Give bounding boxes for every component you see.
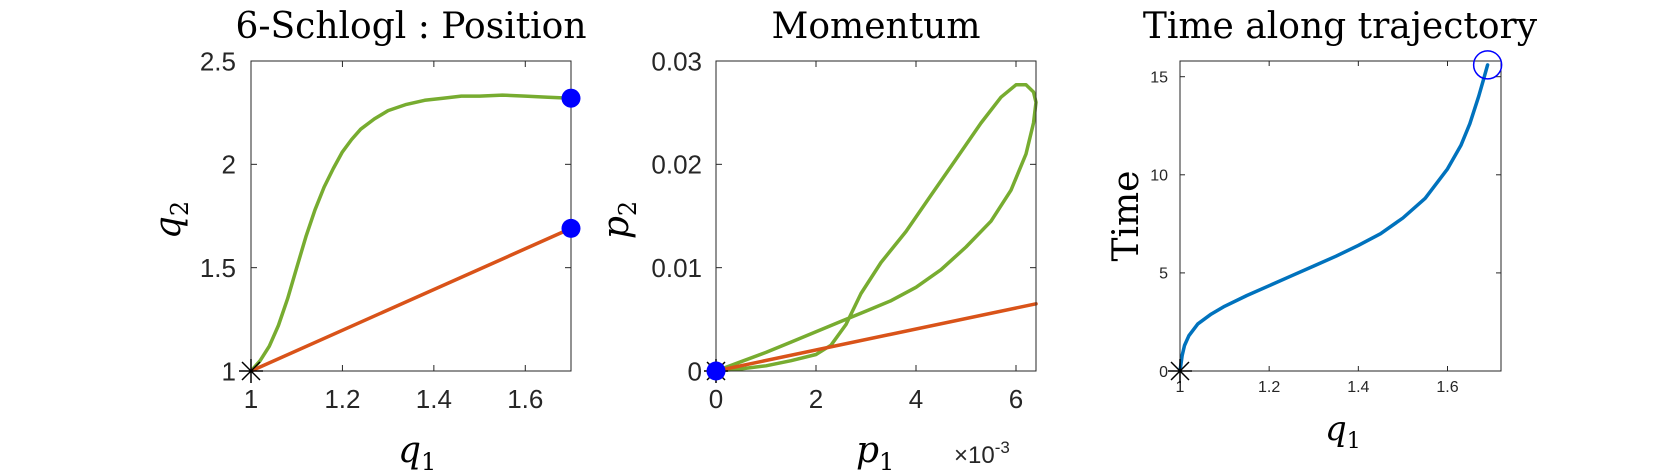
panel-momentum-series-line bbox=[714, 302, 1038, 373]
panel-position-xtick-label: 1.6 bbox=[507, 384, 543, 414]
panel-time-ytick-label: 10 bbox=[1150, 168, 1168, 185]
panel-time-ytick-label: 0 bbox=[1159, 364, 1168, 381]
panel-momentum-series-line bbox=[714, 83, 1038, 373]
panel-time-xlabel: q1 bbox=[1325, 409, 1361, 454]
panel-position-ticks: 1 1.2 1.4 1.6 1 1.5 2 2.5 bbox=[200, 46, 571, 414]
panel-momentum-ytick-label: 0.03 bbox=[651, 46, 702, 76]
panel-time-ylabel: Time bbox=[1106, 171, 1147, 262]
panel-time-title: Time along trajectory bbox=[1143, 6, 1538, 47]
panel-time-series-line bbox=[1178, 63, 1490, 373]
panel-momentum-x-exponent: ×10-3 bbox=[954, 438, 1010, 469]
panel-position-start-marker bbox=[239, 359, 263, 383]
panel-position-endpoint-marker bbox=[561, 88, 581, 108]
panel-time-series bbox=[1178, 63, 1490, 373]
panel-momentum-xtick-label: 0 bbox=[709, 384, 723, 414]
panel-position-ytick-label: 2.5 bbox=[200, 46, 236, 76]
panel-position-title: 6-Schlogl : Position bbox=[235, 6, 586, 47]
panel-position-series-line bbox=[249, 93, 573, 373]
panel-time-xtick-label: 1.2 bbox=[1258, 379, 1280, 396]
panel-position-xtick-label: 1.4 bbox=[416, 384, 452, 414]
panel-momentum-ylabel: p2 bbox=[596, 201, 642, 239]
panel-position-markers bbox=[239, 88, 581, 383]
panel-position-series bbox=[249, 93, 573, 373]
panel-time-markers bbox=[1168, 50, 1503, 383]
panel-position-endpoint-marker bbox=[561, 218, 581, 238]
panel-momentum-series bbox=[714, 83, 1038, 373]
panel-momentum-axes-box bbox=[715, 60, 1037, 372]
panel-momentum-xtick-label: 6 bbox=[1009, 384, 1023, 414]
panel-momentum-ticks: 0 2 4 6 0 0.01 0.02 0.03 bbox=[651, 46, 1036, 414]
panel-momentum-xtick-label: 4 bbox=[909, 384, 923, 414]
panel-time-xtick-label: 1 bbox=[1176, 379, 1185, 396]
panel-position-axes-box bbox=[250, 60, 572, 372]
panel-position-series-line bbox=[249, 226, 573, 373]
panel-time-axes-box bbox=[1179, 60, 1502, 372]
panel-momentum-markers bbox=[704, 359, 728, 383]
panel-momentum-title: Momentum bbox=[772, 6, 981, 47]
panel-momentum-ytick-label: 0.01 bbox=[651, 253, 702, 283]
panel-position-ytick-label: 1.5 bbox=[200, 253, 236, 283]
panel-momentum-xlabel: p1 bbox=[856, 430, 894, 472]
panel-time-ytick-label: 5 bbox=[1159, 266, 1168, 283]
panel-position-xtick-label: 1 bbox=[244, 384, 258, 414]
panel-position-xlabel: q1 bbox=[398, 430, 436, 472]
panel-momentum-ytick-label: 0.02 bbox=[651, 150, 702, 180]
panel-position-ytick-label: 2 bbox=[222, 150, 236, 180]
panel-position-xtick-label: 1.2 bbox=[324, 384, 360, 414]
panel-time-ytick-label: 15 bbox=[1150, 69, 1168, 86]
panel-time-xtick-label: 1.6 bbox=[1436, 379, 1458, 396]
panel-momentum-xtick-label: 2 bbox=[809, 384, 823, 414]
panel-momentum: 0 2 4 6 0 0.01 0.02 0.03 Momentum p1 p2 ×10-3 bbox=[596, 6, 1038, 472]
panel-time: 1 1.2 1.4 1.6 0 5 10 15 Time along trajectory q… bbox=[1106, 6, 1538, 454]
panel-position-ytick-label: 1 bbox=[222, 356, 236, 386]
panel-time-endpoint-marker bbox=[1472, 50, 1503, 80]
panel-position-ylabel: q2 bbox=[148, 201, 194, 239]
panel-momentum-endpoint-marker bbox=[706, 361, 726, 381]
panel-momentum-ytick-label: 0 bbox=[688, 356, 702, 386]
panel-time-start-marker bbox=[1168, 359, 1192, 383]
panel-time-xtick-label: 1.4 bbox=[1347, 379, 1369, 396]
panel-time-ticks: 1 1.2 1.4 1.6 0 5 10 15 bbox=[1150, 61, 1501, 396]
